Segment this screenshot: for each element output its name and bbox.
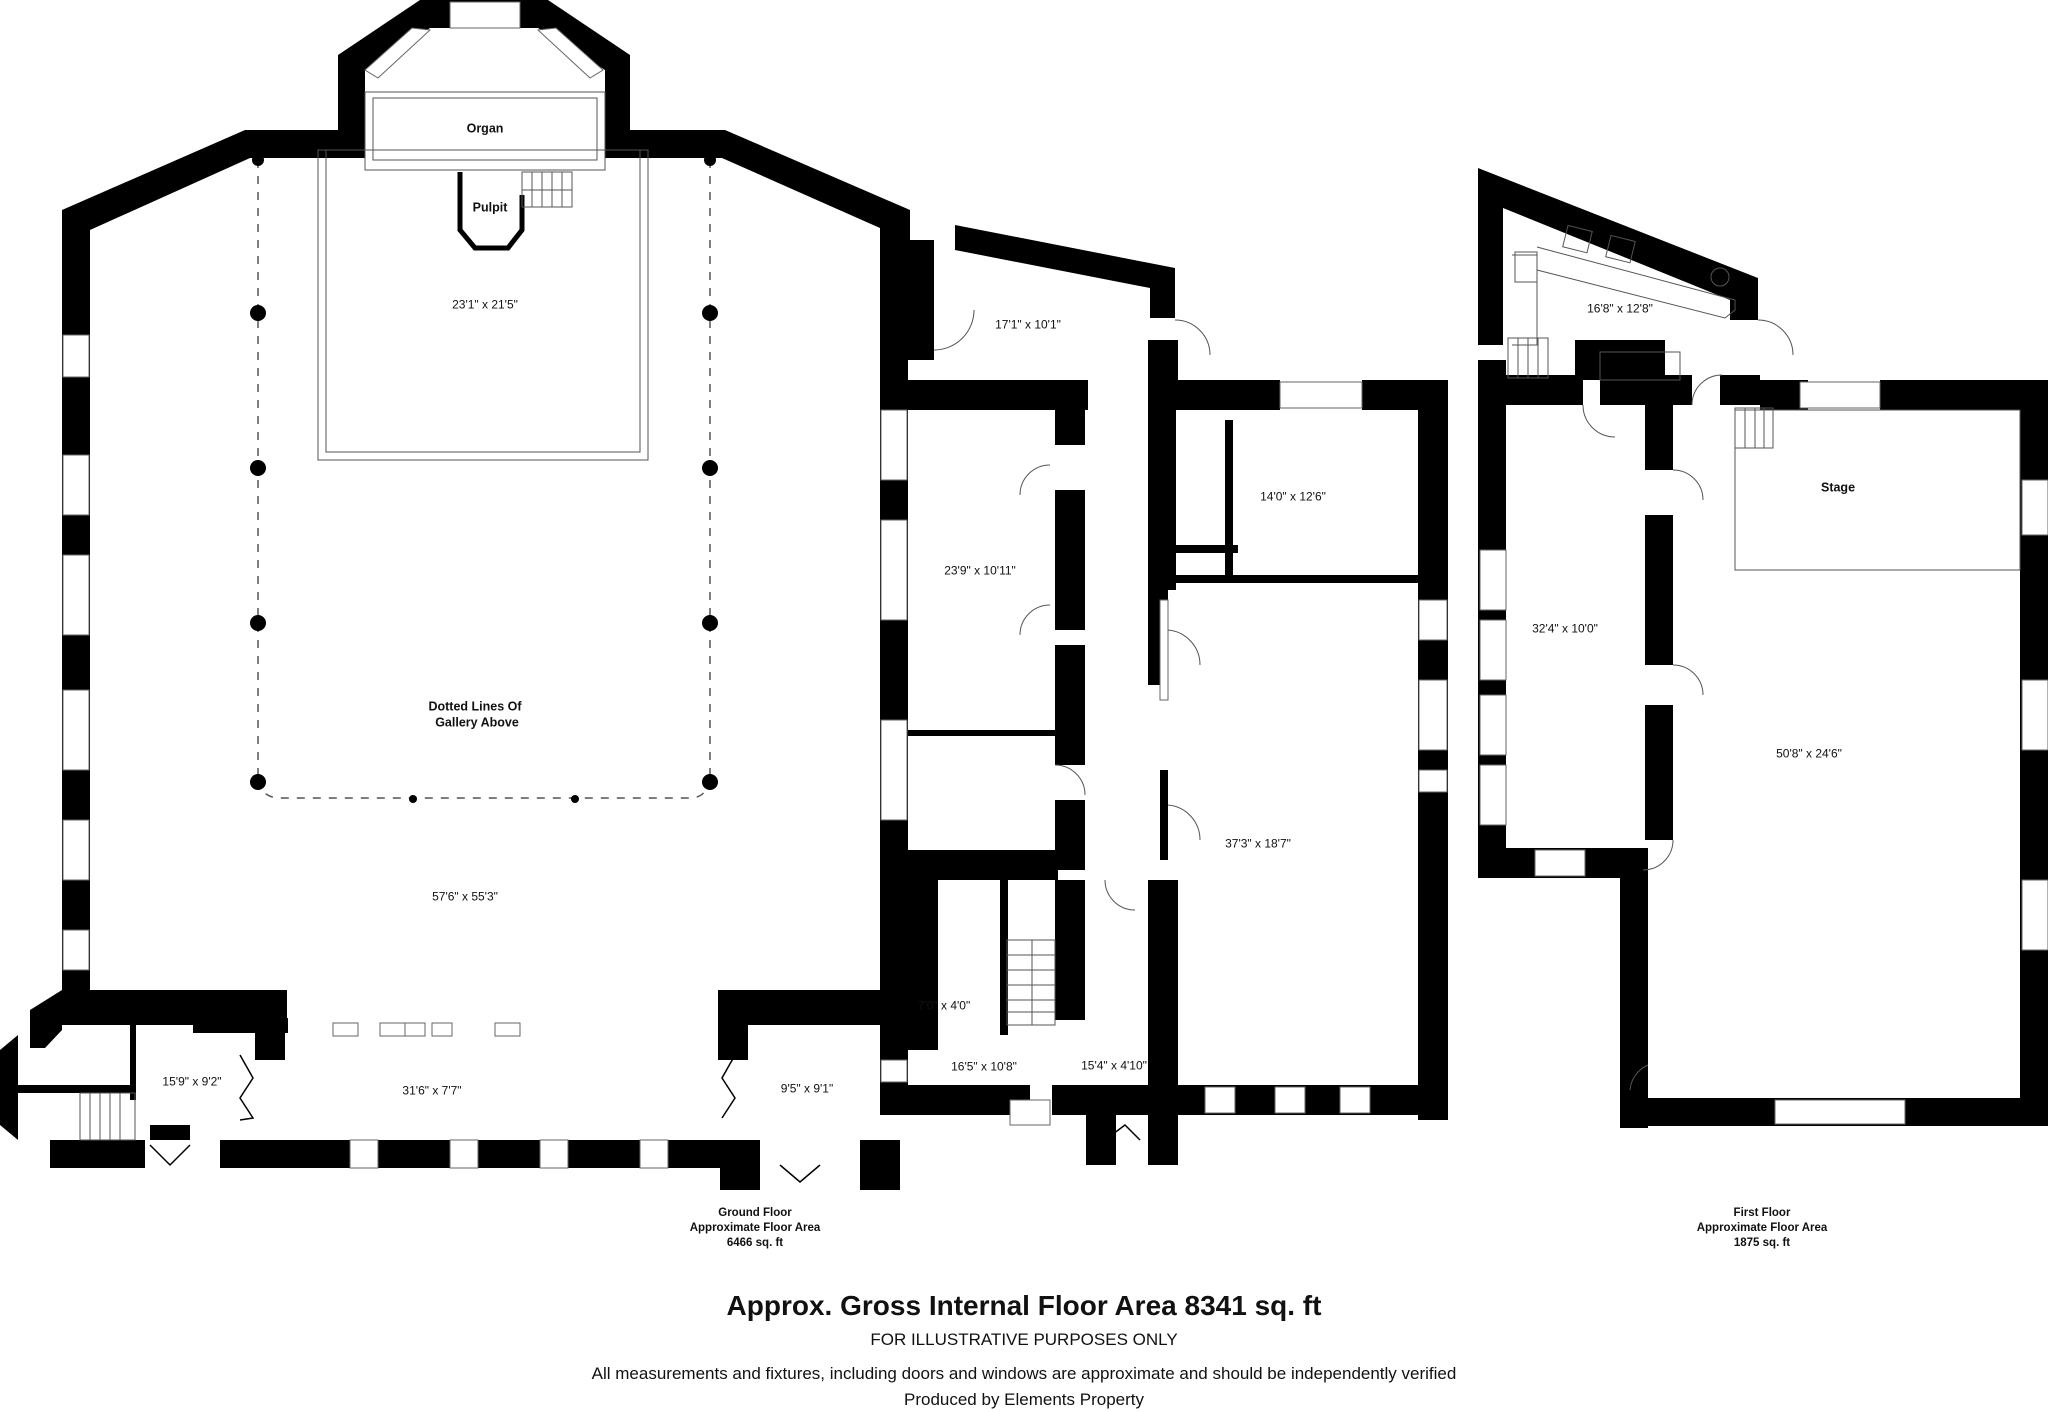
pulpit-label: Pulpit <box>472 200 508 215</box>
first-floor-name: First Floor <box>1733 1207 1791 1219</box>
wc-7-0-dimensions: 7'0" x 4'0" <box>917 998 971 1013</box>
ground-floor-area-label: Approximate Floor Area <box>689 1222 821 1234</box>
narthex-31-6-dimensions: 31'6" x 7'7" <box>402 1083 462 1098</box>
gallery-columns <box>250 154 718 803</box>
hall-16-5-dimensions: 16'5" x 10'8" <box>951 1059 1017 1074</box>
first-floor-caption: First Floor Approximate Floor Area 1875 … <box>1697 1206 1828 1251</box>
gross-area-title: Approx. Gross Internal Floor Area 8341 s… <box>726 1290 1322 1321</box>
measurement-disclaimer: All measurements and fixtures, including… <box>591 1364 1457 1383</box>
ground-floor-area-value: 6466 sq. ft <box>726 1237 784 1249</box>
porch-9-5-dimensions: 9'5" x 9'1" <box>780 1081 834 1096</box>
ground-floor-walls <box>62 0 910 1060</box>
vestibule-15-9-dimensions: 15'9" x 9'2" <box>162 1074 222 1089</box>
kitchen-16-8-dimensions: 16'8" x 12'8" <box>1587 301 1653 316</box>
first-floor-area-value: 1875 sq. ft <box>1733 1237 1791 1249</box>
gallery-note-line1: Dotted Lines Of <box>428 699 522 714</box>
main-hall-dimensions: 57'6" x 55'3" <box>432 889 498 904</box>
stage-label: Stage <box>1820 480 1856 495</box>
first-floor-walls <box>1478 168 2048 1128</box>
east-wing-walls <box>908 225 1448 1165</box>
room-14-0-dimensions: 14'0" x 12'6" <box>1260 489 1326 504</box>
corridor-15-4-dimensions: 15'4" x 4'10" <box>1081 1058 1147 1073</box>
room-17-1-dimensions: 17'1" x 10'1" <box>995 317 1061 332</box>
room-37-3-dimensions: 37'3" x 18'7" <box>1225 836 1291 851</box>
organ-label: Organ <box>466 121 504 136</box>
ground-floor-name: Ground Floor <box>718 1207 792 1219</box>
room-32-4-dimensions: 32'4" x 10'0" <box>1532 621 1598 636</box>
gallery-note-line2: Gallery Above <box>435 715 519 730</box>
illustrative-notice: FOR ILLUSTRATIVE PURPOSES ONLY <box>870 1330 1178 1349</box>
hall-50-8-dimensions: 50'8" x 24'6" <box>1776 746 1842 761</box>
ground-floor-caption: Ground Floor Approximate Floor Area 6466… <box>690 1206 821 1251</box>
room-23-9-dimensions: 23'9" x 10'11" <box>944 563 1016 578</box>
first-floor-area-label: Approximate Floor Area <box>1696 1222 1828 1234</box>
producer-credit: Produced by Elements Property <box>903 1390 1145 1409</box>
chancel-dimensions: 23'1" x 21'5" <box>452 297 518 312</box>
